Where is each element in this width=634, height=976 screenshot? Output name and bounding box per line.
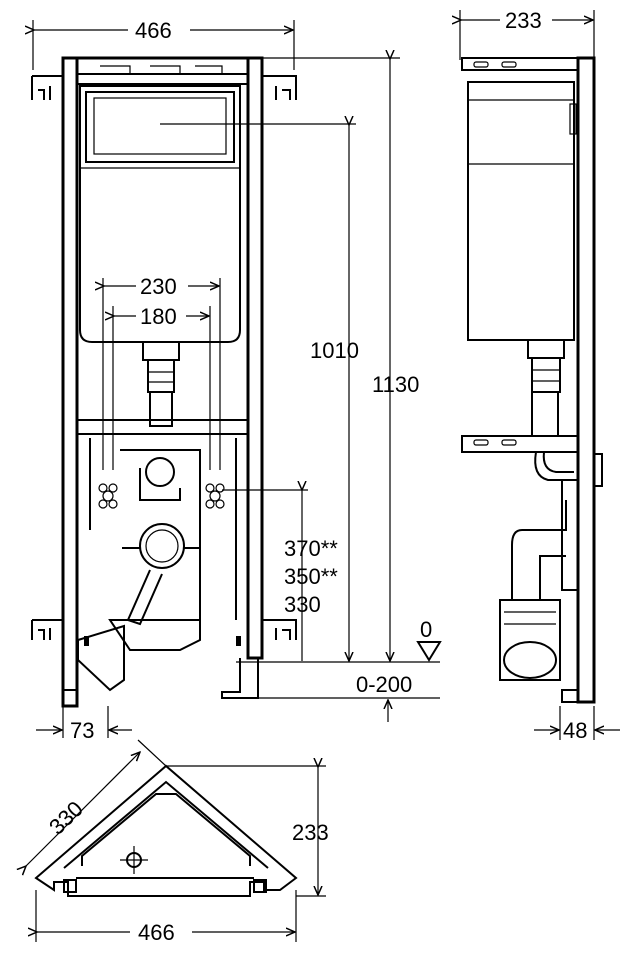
side-view: 233 bbox=[460, 8, 620, 743]
dim-466-bottom-label: 466 bbox=[138, 920, 175, 945]
dimension-drain-height: 370** 350** 330 bbox=[284, 490, 338, 661]
dim-233-plan-label: 233 bbox=[292, 820, 329, 845]
dim-1010-label: 1010 bbox=[310, 338, 359, 363]
drain-height-330: 330 bbox=[284, 592, 321, 617]
dim-180-label: 180 bbox=[140, 304, 177, 329]
front-view: 466 230 bbox=[32, 18, 442, 743]
drain-height-350: 350** bbox=[284, 564, 338, 589]
dimension-233-side: 233 bbox=[460, 8, 595, 60]
dim-73-label: 73 bbox=[70, 718, 94, 743]
floor-level-label: 0 bbox=[420, 617, 432, 642]
dimension-180: 180 bbox=[113, 304, 211, 470]
plan-view: 330 233 466 bbox=[26, 739, 329, 945]
dim-foot-adjust-label: 0-200 bbox=[356, 672, 412, 697]
dimension-1130: 1130 bbox=[262, 58, 419, 661]
dimension-1010: 1010 bbox=[310, 125, 359, 661]
dimension-foot-adjust: 0-200 bbox=[222, 672, 440, 722]
dimension-230: 230 bbox=[103, 274, 221, 470]
dimension-233-plan: 233 bbox=[166, 766, 329, 897]
dim-466-top-label: 466 bbox=[135, 18, 172, 43]
dim-1130-label: 1130 bbox=[372, 372, 419, 397]
dim-230-label: 230 bbox=[140, 274, 177, 299]
dimension-73: 73 bbox=[36, 706, 132, 743]
drain-height-370: 370** bbox=[284, 536, 338, 561]
dimension-48: 48 bbox=[534, 706, 620, 743]
dim-233-side-label: 233 bbox=[505, 8, 542, 33]
dimension-466-top: 466 bbox=[33, 18, 295, 70]
dimension-466-bottom: 466 bbox=[36, 890, 297, 945]
dim-330-label: 330 bbox=[44, 796, 88, 839]
dim-48-label: 48 bbox=[563, 718, 587, 743]
